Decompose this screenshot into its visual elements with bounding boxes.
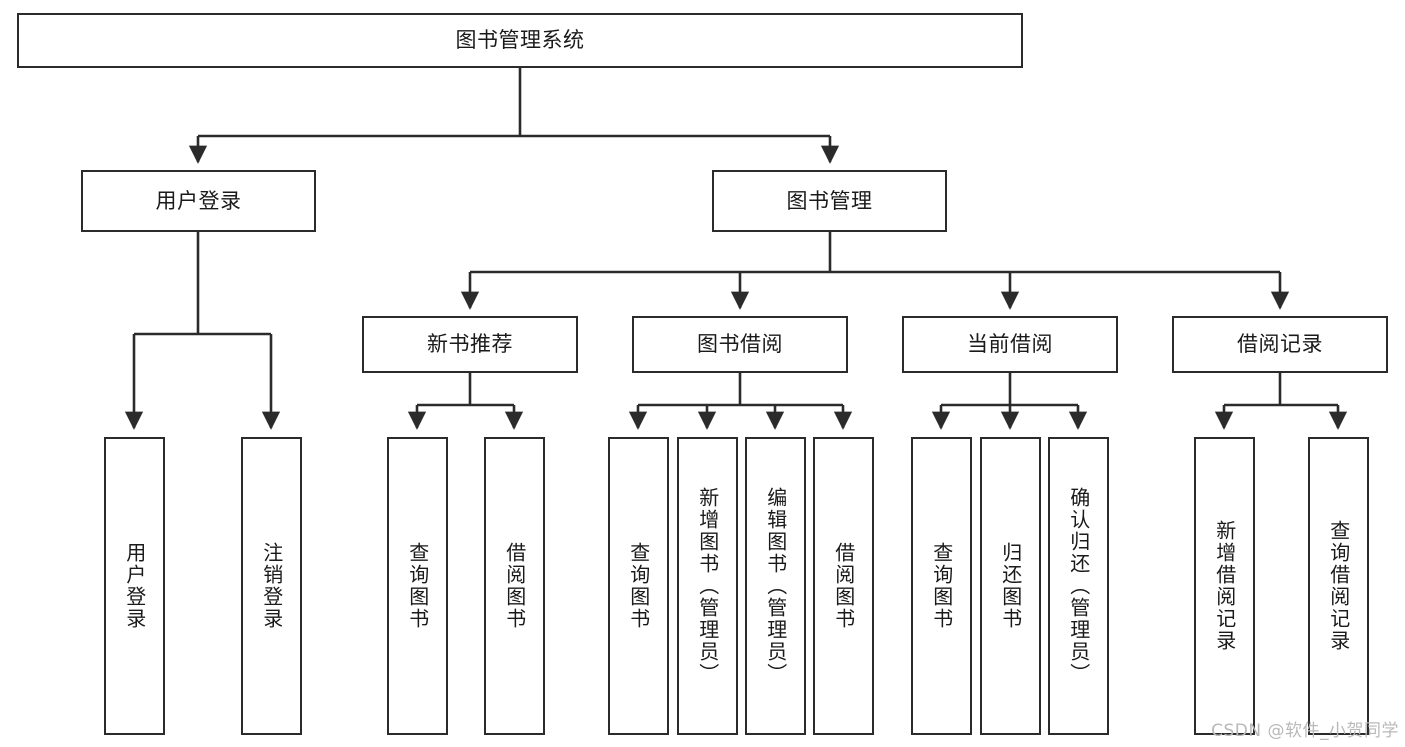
leaf-borrow-record-query[interactable]: 查询借阅记录	[1308, 437, 1369, 735]
node-label: 借阅图书	[502, 542, 527, 630]
node-label: 查询图书	[929, 542, 954, 630]
node-label: 新增图书（管理员）	[695, 487, 720, 685]
node-new-book-recommend[interactable]: 新书推荐	[362, 316, 578, 373]
leaf-borrow-record-add[interactable]: 新增借阅记录	[1194, 437, 1255, 735]
leaf-book-borrow-borrow[interactable]: 借阅图书	[813, 437, 874, 735]
leaf-current-borrow-confirm-return[interactable]: 确认归还（管理员）	[1048, 437, 1109, 735]
leaf-new-book-query[interactable]: 查询图书	[387, 437, 448, 735]
node-root-system[interactable]: 图书管理系统	[17, 13, 1023, 68]
node-label: 用户登录	[155, 188, 242, 213]
node-label: 当前借阅	[967, 332, 1053, 357]
node-label: 确认归还（管理员）	[1066, 487, 1091, 685]
node-label: 借阅图书	[831, 542, 856, 630]
node-current-borrow[interactable]: 当前借阅	[902, 316, 1118, 373]
node-borrow-record[interactable]: 借阅记录	[1172, 316, 1388, 373]
watermark-text: CSDN @软件_小贺同学	[1211, 721, 1399, 741]
node-label: 编辑图书（管理员）	[763, 487, 788, 685]
node-label: 新增借阅记录	[1212, 520, 1237, 652]
node-book-borrow[interactable]: 图书借阅	[632, 316, 848, 373]
node-book-management[interactable]: 图书管理	[712, 170, 947, 232]
node-label: 用户登录	[122, 542, 147, 630]
leaf-new-book-borrow[interactable]: 借阅图书	[484, 437, 545, 735]
leaf-book-borrow-add[interactable]: 新增图书（管理员）	[677, 437, 738, 735]
node-label: 新书推荐	[427, 332, 513, 357]
node-label: 图书管理系统	[455, 28, 585, 53]
node-user-login[interactable]: 用户登录	[81, 170, 316, 232]
node-label: 借阅记录	[1237, 332, 1323, 357]
node-label: 图书借阅	[697, 332, 783, 357]
node-label: 注销登录	[259, 542, 284, 630]
leaf-user-login-logout[interactable]: 注销登录	[241, 437, 302, 735]
node-label: 图书管理	[786, 188, 873, 213]
leaf-book-borrow-query[interactable]: 查询图书	[608, 437, 669, 735]
node-label: 查询图书	[626, 542, 651, 630]
leaf-book-borrow-edit[interactable]: 编辑图书（管理员）	[745, 437, 806, 735]
node-label: 查询借阅记录	[1326, 520, 1351, 652]
leaf-user-login-login[interactable]: 用户登录	[104, 437, 165, 735]
leaf-current-borrow-return[interactable]: 归还图书	[980, 437, 1041, 735]
node-label: 归还图书	[998, 542, 1023, 630]
node-label: 查询图书	[405, 542, 430, 630]
leaf-current-borrow-query[interactable]: 查询图书	[911, 437, 972, 735]
